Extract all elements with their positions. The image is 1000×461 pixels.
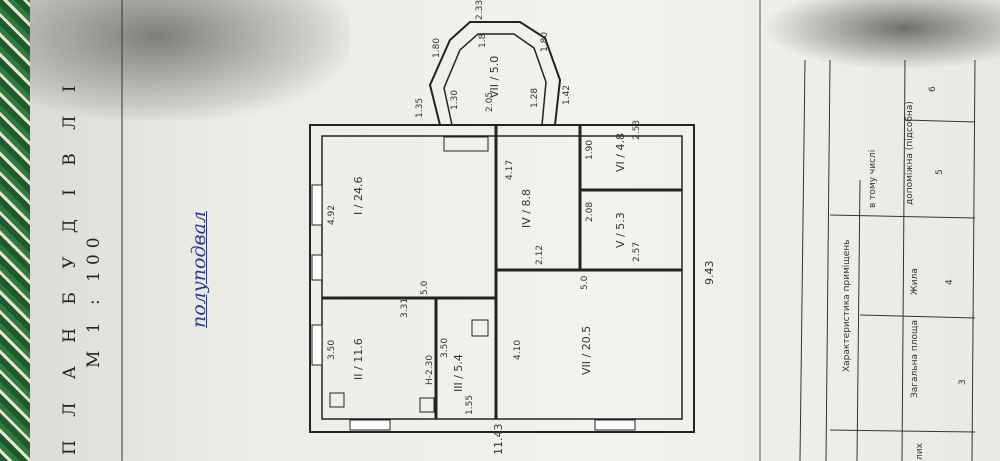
col-aux: допоміжна (підсобна) <box>905 101 915 205</box>
col-num-5: 5 <box>935 169 945 175</box>
scan-smudge <box>760 0 1000 70</box>
col-num-6: 6 <box>928 86 938 92</box>
col-total: Загальна площа <box>910 320 920 398</box>
col-cut: лих <box>915 443 925 460</box>
col-living: Жила <box>910 268 920 295</box>
col-num-4: 4 <box>945 279 955 285</box>
scan-smudge <box>30 0 350 120</box>
table-in-total: в тому числі <box>868 149 878 208</box>
col-num-3: 3 <box>958 379 968 385</box>
table-header: Характеристика приміщень <box>842 239 852 372</box>
